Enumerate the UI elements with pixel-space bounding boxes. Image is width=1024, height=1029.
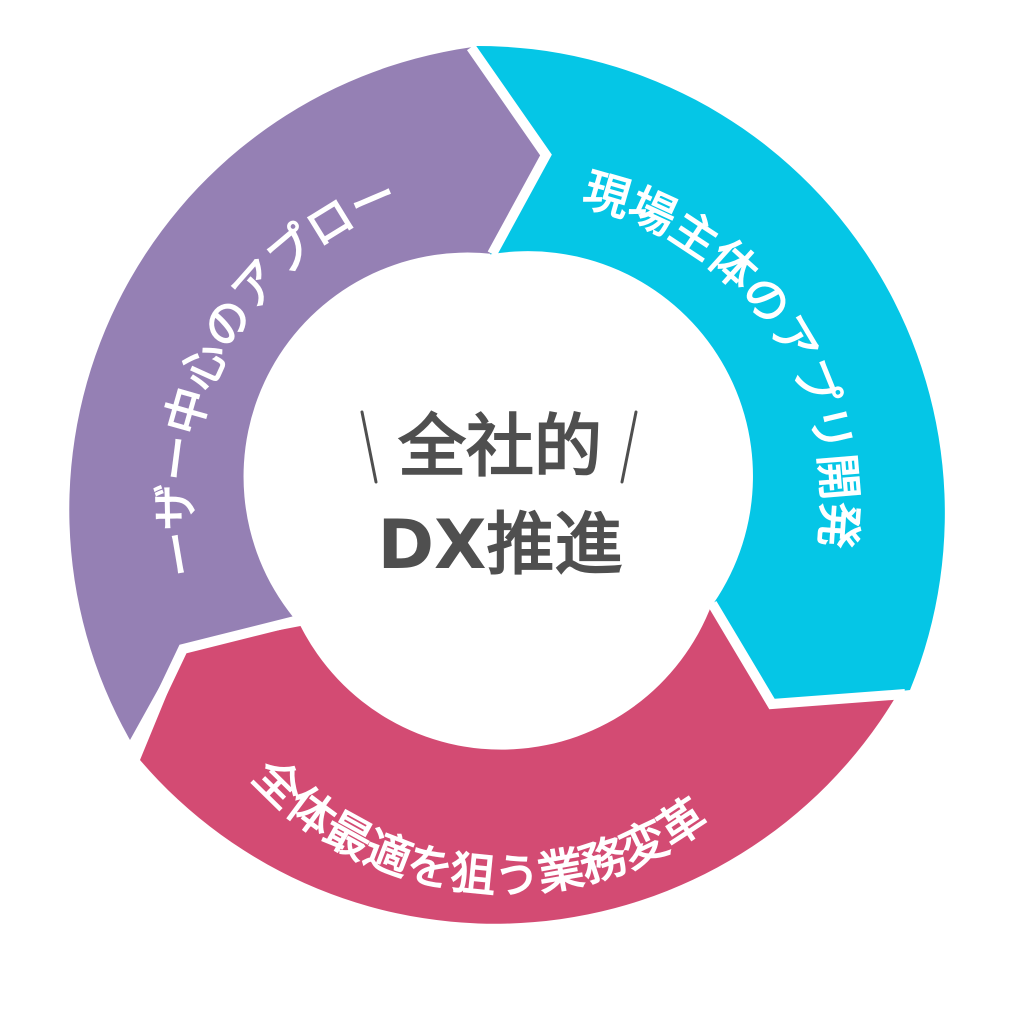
separator-left: [130, 616, 297, 753]
separator-right: [707, 600, 906, 710]
separator-top: [466, 44, 552, 257]
center-title-line2: DX推進: [378, 506, 623, 585]
segment-purple: [69, 47, 546, 741]
slash-left: [360, 410, 378, 484]
segment-pink: [140, 603, 895, 924]
center-title-line1: 全社的: [397, 408, 602, 487]
center-circle: [278, 256, 722, 700]
slash-right: [620, 410, 638, 484]
segment-cyan: [475, 45, 945, 705]
